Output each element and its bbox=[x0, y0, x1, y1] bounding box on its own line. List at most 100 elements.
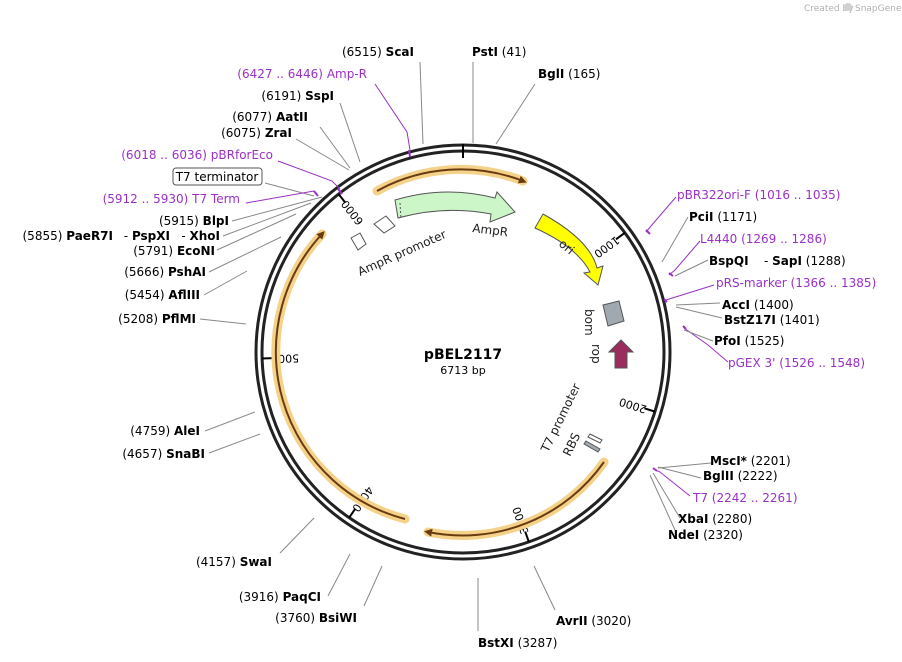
primer-label-t7[interactable]: T7 (2242 .. 2261) bbox=[692, 491, 798, 505]
separator: - bbox=[764, 254, 772, 268]
leader-ndei bbox=[649, 474, 676, 531]
leader-t7-term bbox=[245, 190, 315, 204]
leader-sspi bbox=[339, 102, 361, 163]
primer-marks bbox=[313, 149, 687, 472]
enzyme-label-afliii[interactable]: (5454) AflIII bbox=[125, 288, 200, 302]
enzyme-label-acci[interactable]: AccI (1400) bbox=[722, 298, 794, 312]
enzyme-label-paqci[interactable]: (3916) PaqCI bbox=[239, 590, 321, 604]
primer-label-t7-term[interactable]: (5912 .. 5930) T7 Term bbox=[103, 192, 240, 206]
enzyme-label-paer7i[interactable]: (5855) PaeR7I bbox=[23, 229, 114, 243]
rbs-label: RBS bbox=[560, 431, 583, 459]
primer-label-l4440[interactable]: L4440 (1269 .. 1286) bbox=[700, 232, 827, 246]
separator: - bbox=[124, 229, 132, 243]
enzyme-label-snabi[interactable]: (4657) SnaBI bbox=[122, 447, 205, 461]
enzyme-name-zrai: ZraI bbox=[265, 126, 292, 140]
primer-label-amp-r[interactable]: (6427 .. 6446) Amp-R bbox=[237, 67, 367, 81]
t7-promoter-feature[interactable] bbox=[587, 433, 603, 444]
enzyme-name-sspi: SspI bbox=[305, 89, 334, 103]
leader-t7 bbox=[653, 468, 691, 497]
enzyme-label-bstxi[interactable]: BstXI (3287) bbox=[478, 636, 557, 650]
enzyme-label-bsiwi[interactable]: (3760) BsiWI bbox=[275, 611, 357, 625]
site-position-bgli: (165) bbox=[568, 67, 600, 81]
leader-l4440 bbox=[668, 240, 701, 276]
enzyme-label-zrai[interactable]: (6075) ZraI bbox=[221, 126, 292, 140]
leader-pflmi bbox=[199, 318, 247, 325]
enzyme-label-aatii[interactable]: (6077) AatII bbox=[232, 110, 308, 124]
leader-pcii bbox=[661, 216, 689, 263]
enzyme-label-scai[interactable]: (6515) ScaI bbox=[342, 45, 414, 59]
enzyme-label-alei[interactable]: (4759) AleI bbox=[130, 424, 200, 438]
enzyme-name-scai: ScaI bbox=[386, 45, 414, 59]
enzyme-name-bspqi: BspQI bbox=[709, 254, 749, 268]
leader-sapi bbox=[674, 259, 709, 277]
site-position-pcii: (1171) bbox=[717, 210, 757, 224]
enzyme-label-msci[interactable]: MscI* (2201) bbox=[710, 454, 791, 468]
enzyme-name-pshai: PshAI bbox=[168, 265, 206, 279]
enzyme-label-blpi[interactable]: (5915) BlpI bbox=[159, 214, 229, 228]
bom-feature[interactable] bbox=[602, 300, 625, 327]
site-position-pbr322ori-f: (1016 .. 1035) bbox=[755, 188, 841, 202]
ampr-feature-boundary bbox=[399, 202, 402, 220]
enzyme-label-xhoi[interactable]: - XhoI bbox=[181, 229, 220, 243]
enzyme-label-pflmi[interactable]: (5208) PflMI bbox=[118, 312, 196, 326]
primer-label-pbr322ori-f[interactable]: pBR322ori-F (1016 .. 1035) bbox=[677, 188, 840, 202]
enzyme-name-afliii: AflIII bbox=[168, 288, 200, 302]
enzyme-label-bspqi[interactable]: BspQI bbox=[709, 254, 749, 268]
rop-feature[interactable] bbox=[607, 339, 635, 369]
enzyme-name-sapi: SapI bbox=[772, 254, 802, 268]
leader-econi bbox=[216, 213, 297, 251]
enzyme-name-acci: AccI bbox=[722, 298, 750, 312]
enzyme-label-bstz17i[interactable]: BstZ17I (1401) bbox=[724, 313, 820, 327]
site-position-sspi: (6191) bbox=[261, 89, 301, 103]
bom-label: bom bbox=[582, 309, 596, 336]
enzyme-label-pcii[interactable]: PciI (1171) bbox=[689, 210, 757, 224]
enzyme-label-econi[interactable]: (5791) EcoNI bbox=[133, 244, 215, 258]
primer-label-prs-marker[interactable]: pRS-marker (1366 .. 1385) bbox=[716, 276, 876, 290]
site-position-snabi: (4657) bbox=[122, 447, 162, 461]
enzyme-name-bstz17i: BstZ17I bbox=[724, 313, 776, 327]
leader-amp-r bbox=[374, 83, 411, 151]
primer-name-pbrforeco: pBRforEco bbox=[211, 148, 273, 162]
ampr-feature[interactable] bbox=[394, 191, 516, 223]
enzyme-label-bglii[interactable]: BglII (2222) bbox=[703, 469, 778, 483]
primer-label-pgex-3[interactable]: pGEX 3' (1526 .. 1548) bbox=[728, 356, 865, 370]
enzyme-label-avrii[interactable]: AvrII (3020) bbox=[556, 614, 631, 628]
ruler-tick-4000 bbox=[348, 508, 357, 519]
enzyme-label-pshai[interactable]: (5666) PshAI bbox=[124, 265, 206, 279]
site-position-acci: (1400) bbox=[754, 298, 794, 312]
site-position-pflmi: (5208) bbox=[118, 312, 158, 326]
enzyme-name-ndei: NdeI bbox=[668, 528, 699, 542]
leader-blpi bbox=[231, 196, 323, 222]
enzyme-label-pfoi[interactable]: PfoI (1525) bbox=[714, 334, 784, 348]
t7-terminator-label[interactable]: T7 terminator bbox=[175, 170, 259, 184]
ruler-tick-2000 bbox=[644, 407, 656, 413]
t7-terminator-feature[interactable] bbox=[350, 232, 367, 251]
ampr-promoter-label: AmpR promoter bbox=[356, 227, 449, 279]
leader-bglii bbox=[657, 466, 702, 479]
snapgene-credit: Created by SnapGene bbox=[804, 3, 902, 14]
enzyme-label-pspxi[interactable]: - PspXI bbox=[124, 229, 170, 243]
enzyme-label-sapi[interactable]: - SapI (1288) bbox=[764, 254, 846, 268]
ampr-label: AmpR bbox=[472, 221, 509, 239]
site-position-bstxi: (3287) bbox=[518, 636, 558, 650]
leader-snabi bbox=[208, 433, 261, 454]
enzyme-name-snabi: SnaBI bbox=[166, 447, 205, 461]
leader-afliii bbox=[203, 270, 248, 296]
site-position-l4440: (1269 .. 1286) bbox=[741, 232, 827, 246]
leader-avrii bbox=[533, 565, 556, 611]
leader-paqci bbox=[327, 553, 351, 597]
enzyme-name-bsiwi: BsiWI bbox=[319, 611, 357, 625]
primer-label-pbrforeco[interactable]: (6018 .. 6036) pBRforEco bbox=[121, 148, 273, 162]
enzyme-label-sspi[interactable]: (6191) SspI bbox=[261, 89, 334, 103]
leader-swai bbox=[279, 517, 315, 554]
site-position-xbai: (2280) bbox=[712, 512, 752, 526]
enzyme-label-bgli[interactable]: BglI (165) bbox=[538, 67, 600, 81]
rbs-feature[interactable] bbox=[583, 440, 601, 453]
ampr-promoter-feature[interactable] bbox=[373, 215, 396, 234]
enzyme-label-swai[interactable]: (4157) SwaI bbox=[196, 555, 272, 569]
enzyme-label-xbai[interactable]: XbaI (2280) bbox=[678, 512, 752, 526]
enzyme-label-psti[interactable]: PstI (41) bbox=[472, 45, 526, 59]
enzyme-label-ndei[interactable]: NdeI (2320) bbox=[668, 528, 743, 542]
site-position-scai: (6515) bbox=[342, 45, 382, 59]
ori-feature[interactable] bbox=[534, 213, 604, 286]
